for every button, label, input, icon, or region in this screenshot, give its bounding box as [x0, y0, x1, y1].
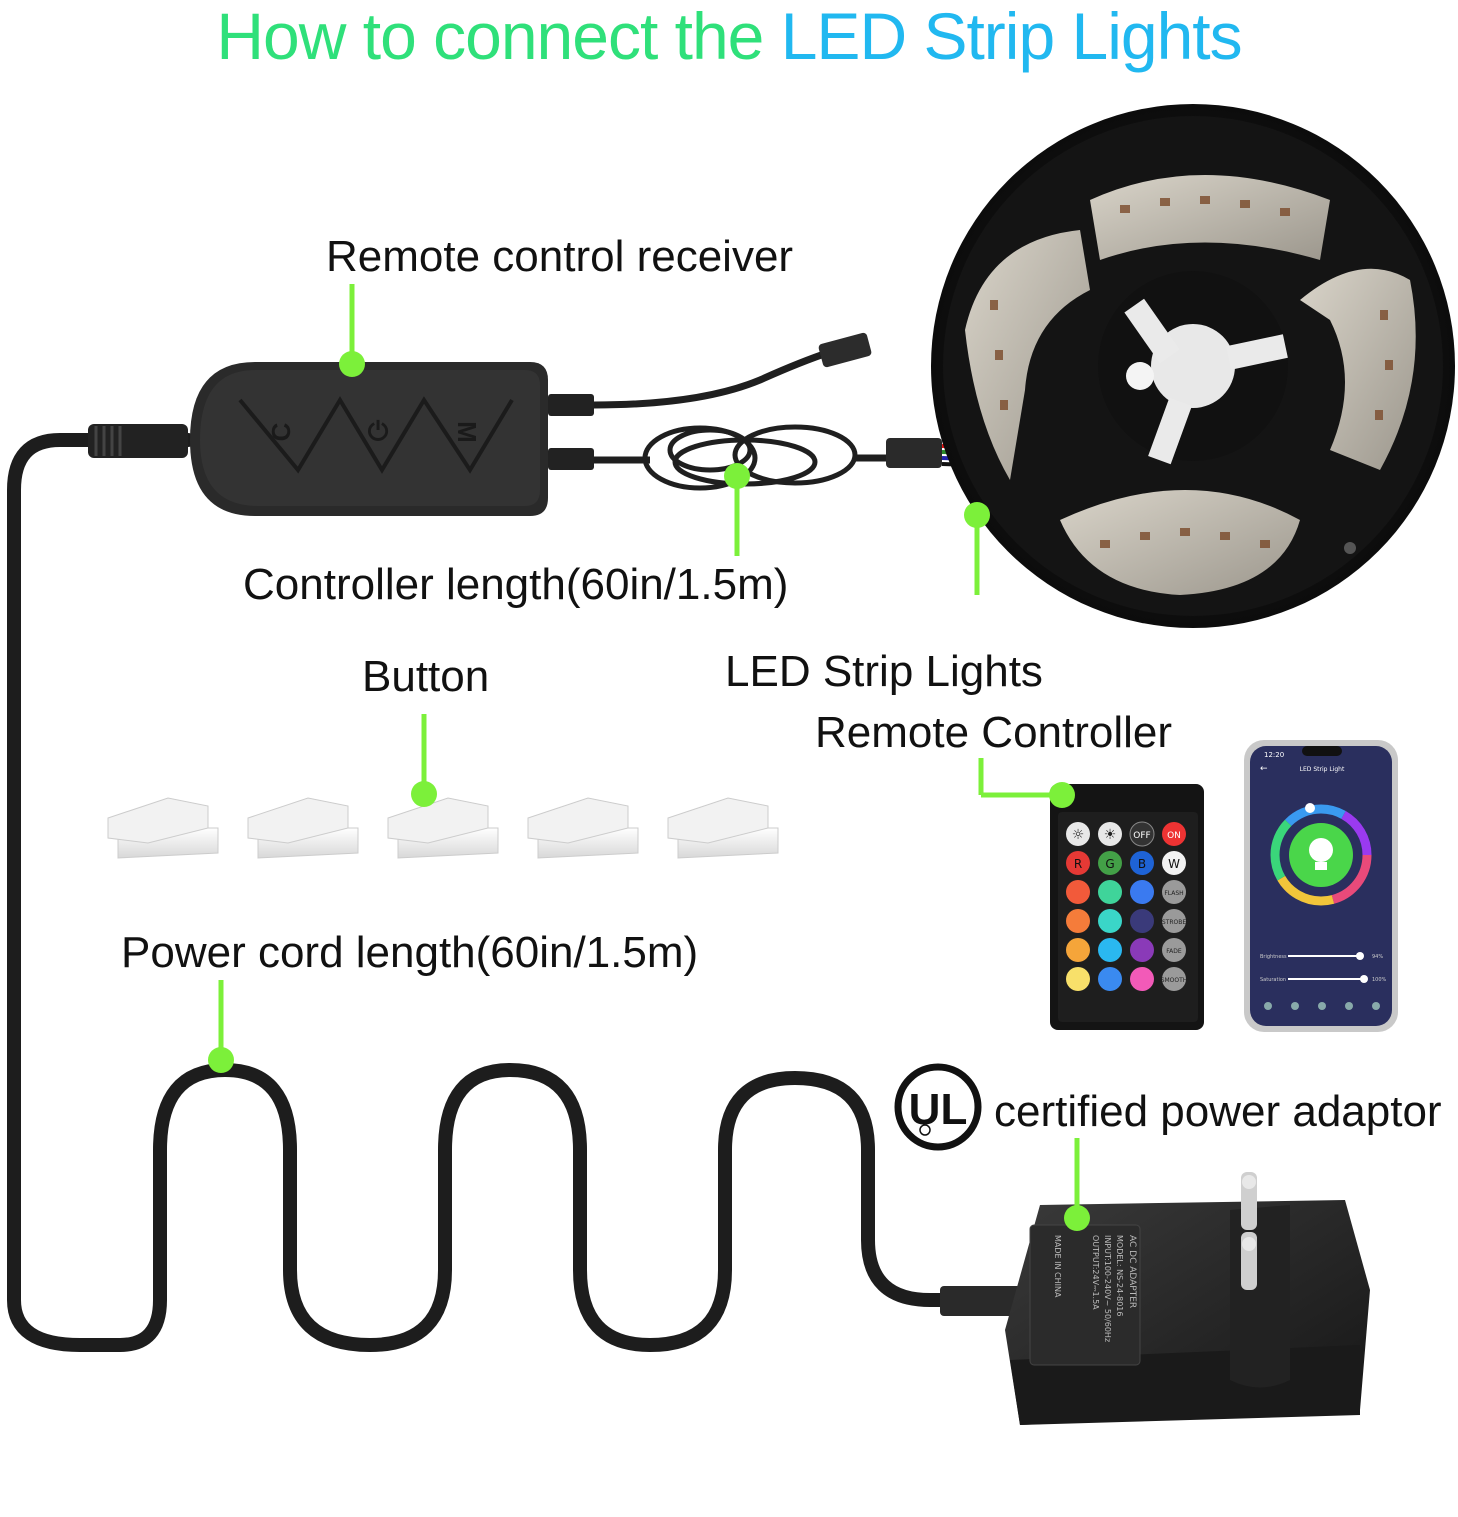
connector-clips: [107, 797, 779, 859]
ir-remote-controller: ☼ ☀ OFF ON R G B W: [1050, 784, 1204, 1030]
callout-markers: [208, 284, 1090, 1231]
ul-logo: UL: [894, 1063, 982, 1151]
label-remote-control-receiver: Remote control receiver: [326, 232, 794, 281]
label-controller-length: Controller length(60in/1.5m): [243, 560, 789, 609]
remote-strobe-key[interactable]: STROBE: [1162, 919, 1186, 926]
phone-app-title: LED Strip Light: [1300, 766, 1345, 773]
saturation-slider[interactable]: [1360, 975, 1368, 983]
remote-flash-key[interactable]: FLASH: [1164, 890, 1183, 897]
remote-bright-icon[interactable]: ☀: [1104, 827, 1117, 843]
phone-back-icon[interactable]: ←: [1260, 764, 1268, 774]
phone-time: 12:20: [1264, 751, 1284, 759]
power-adaptor: AC DC ADAPTER MODEL: NS-24-8016 INPUT:10…: [940, 1172, 1370, 1425]
adapter-line-1: AC DC ADAPTER: [1127, 1235, 1137, 1308]
brightness-value: 94%: [1372, 954, 1383, 960]
remote-off-key[interactable]: OFF: [1133, 831, 1150, 841]
remote-dim-icon[interactable]: ☼: [1072, 827, 1085, 843]
saturation-value: 100%: [1372, 977, 1387, 983]
ir-sensor-cable: [593, 348, 832, 409]
bulb-icon[interactable]: [1309, 838, 1333, 862]
led-strip-reel: [931, 104, 1455, 628]
remote-g-key[interactable]: G: [1105, 857, 1114, 871]
remote-smooth-key[interactable]: SMOOTH: [1161, 977, 1188, 984]
cable-coil: [642, 424, 858, 491]
brightness-label: Brightness: [1260, 954, 1287, 960]
remote-on-key[interactable]: ON: [1167, 831, 1181, 841]
remote-control-receiver: C ⏻ M: [190, 362, 594, 516]
diagram-stage: How to connect the LED Strip Lights: [0, 0, 1458, 1425]
strip-connector: [886, 438, 942, 468]
smartphone: 12:20 LED Strip Light ← Brightness 94% S…: [1244, 740, 1398, 1032]
receiver-button-power-icon[interactable]: ⏻: [368, 416, 389, 446]
label-remote-controller: Remote Controller: [815, 708, 1173, 757]
receiver-button-c[interactable]: C: [266, 422, 296, 441]
adapter-line-5: MADE IN CHINA: [1053, 1235, 1062, 1298]
label-led-strip-lights: LED Strip Lights: [725, 647, 1043, 696]
label-certified-power-adaptor: certified power adaptor: [994, 1087, 1442, 1136]
title-part-2: LED Strip Lights: [780, 0, 1243, 73]
remote-w-key[interactable]: W: [1168, 857, 1180, 871]
adapter-line-4: OUTPUT:24V⎓1.5A: [1091, 1235, 1100, 1310]
remote-b-key[interactable]: B: [1138, 857, 1146, 871]
title-part-1: How to connect the: [216, 0, 764, 73]
brightness-slider[interactable]: [1356, 952, 1364, 960]
receiver-button-m[interactable]: M: [452, 421, 482, 443]
saturation-label: Saturation: [1260, 977, 1286, 983]
power-cord: [7, 433, 1032, 1353]
remote-r-key[interactable]: R: [1074, 857, 1082, 871]
label-button: Button: [362, 652, 490, 701]
label-power-cord-length: Power cord length(60in/1.5m): [121, 928, 699, 977]
page-title: How to connect the LED Strip Lights: [0, 0, 1458, 72]
adapter-line-3: INPUT:100-240V~ 50/60Hz: [1103, 1235, 1112, 1342]
svg-text:UL: UL: [909, 1085, 968, 1134]
adapter-line-2: MODEL: NS-24-8016: [1115, 1235, 1124, 1316]
remote-fade-key[interactable]: FADE: [1166, 948, 1182, 955]
diagram-artwork: C ⏻ M: [7, 104, 1455, 1425]
